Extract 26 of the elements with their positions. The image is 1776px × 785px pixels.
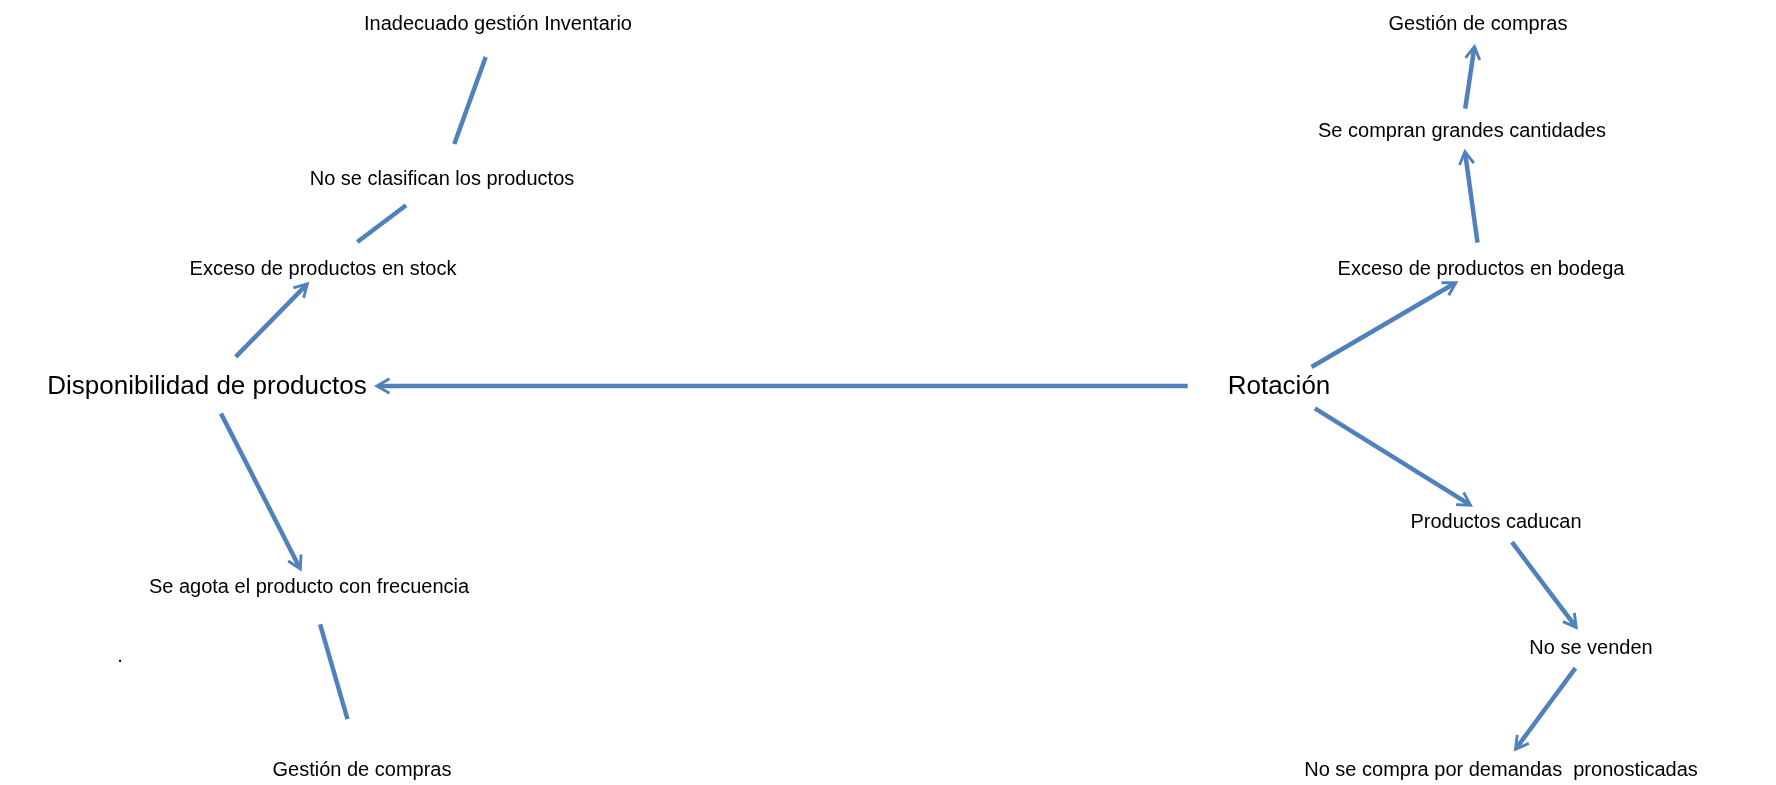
node-label: No se compra por demandas pronosticadas — [1304, 757, 1698, 781]
connector-line — [317, 623, 350, 720]
node-label: Rotación — [1227, 371, 1331, 401]
note-text: . — [117, 643, 123, 667]
arrow — [219, 412, 303, 571]
connector-line — [452, 56, 488, 145]
arrow — [375, 377, 1188, 395]
arrow — [1313, 406, 1472, 507]
arrow — [1458, 150, 1480, 243]
connector-line — [355, 203, 408, 244]
arrow — [1310, 281, 1458, 369]
node-label: No se clasifican los productos — [309, 166, 575, 190]
node-label: Productos caducan — [1410, 509, 1582, 533]
node-label: Inadecuado gestión Inventario — [364, 11, 632, 35]
node-label: Exceso de productos en bodega — [1337, 256, 1625, 280]
node-label: Gestión de compras — [1388, 11, 1568, 35]
arrow — [1514, 666, 1578, 751]
node-label: No se venden — [1529, 635, 1653, 659]
node-label: Disponibilidad de productos — [47, 371, 367, 401]
node-label: Gestión de compras — [272, 757, 452, 781]
node-label: Exceso de productos en stock — [189, 256, 457, 280]
arrow — [1510, 540, 1578, 629]
arrow — [234, 282, 309, 359]
arrow — [1462, 45, 1482, 109]
node-label: Se compran grandes cantidades — [1318, 118, 1606, 142]
node-label: Se agota el producto con frecuencia — [148, 574, 470, 598]
